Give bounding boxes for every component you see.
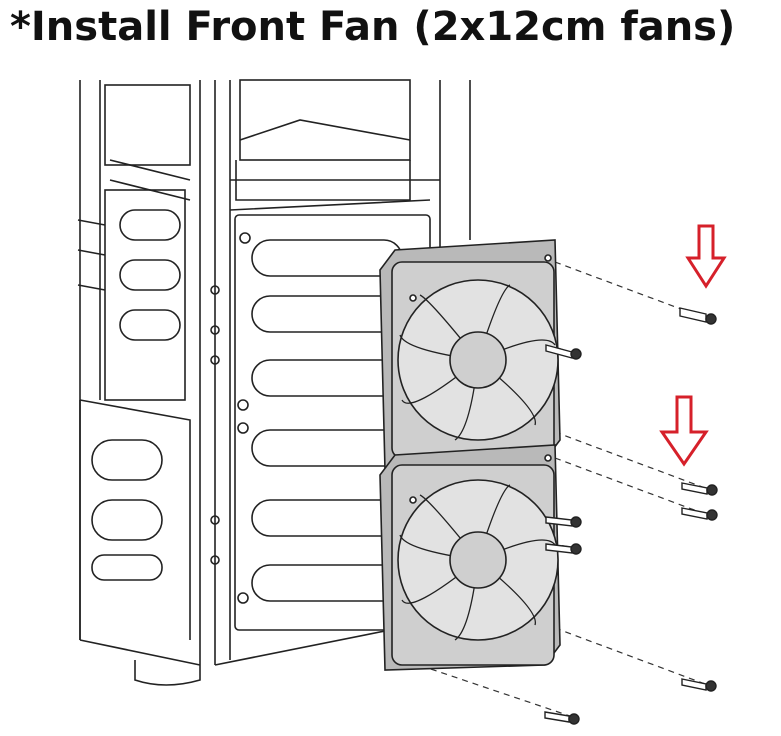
screws bbox=[544, 307, 718, 725]
screw-icon bbox=[545, 516, 582, 528]
screw-icon bbox=[679, 307, 717, 325]
screw-icon bbox=[544, 711, 580, 725]
screw-icon bbox=[681, 482, 718, 496]
fan-top bbox=[379, 239, 561, 471]
screw-icon bbox=[681, 507, 718, 521]
fan-bottom bbox=[379, 444, 561, 671]
down-arrow-icon bbox=[659, 395, 709, 467]
screw-icon bbox=[681, 678, 717, 692]
screw-icon bbox=[545, 543, 582, 555]
chassis-frame-illustration bbox=[77, 79, 471, 686]
page-title: *Install Front Fan (2x12cm fans) bbox=[10, 4, 736, 50]
screw-icon bbox=[545, 344, 582, 360]
down-arrow-icon bbox=[685, 224, 727, 289]
